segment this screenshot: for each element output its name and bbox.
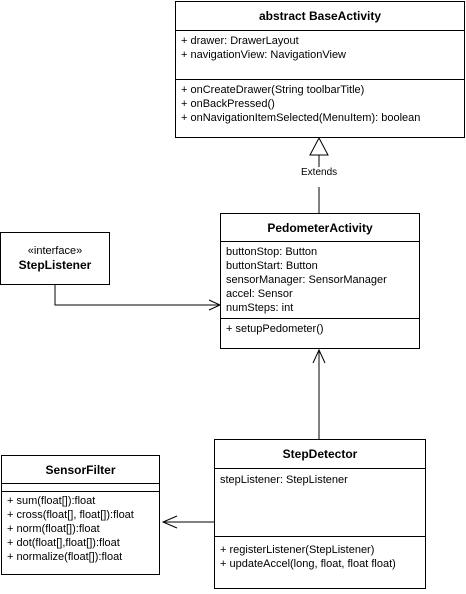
pedometer-activity-class[interactable]: PedometerActivity buttonStop: Button but… xyxy=(220,213,420,349)
pedometer-activity-attributes: buttonStop: Button buttonStart: Button s… xyxy=(221,242,419,318)
method: + onBackPressed() xyxy=(181,98,275,110)
sensor-filter-class[interactable]: SensorFilter + sum(float[]):float + cros… xyxy=(1,455,160,575)
attribute: sensorManager: SensorManager xyxy=(226,274,387,286)
step-listener-title: StepListener xyxy=(18,258,92,272)
step-detector-title: StepDetector xyxy=(215,440,425,469)
method: + dot(float[],float[]):float xyxy=(7,537,120,549)
method: + cross(float[], float[]):float xyxy=(7,509,134,521)
method: + updateAccel(long, float, float float) xyxy=(220,558,396,570)
base-activity-class[interactable]: abstract BaseActivity + drawer: DrawerLa… xyxy=(175,1,465,138)
attribute: accel: Sensor xyxy=(226,288,293,300)
step-detector-attributes: stepListener: StepListener xyxy=(215,469,425,536)
stepdetector-arrow-icon xyxy=(312,348,326,364)
pedometer-activity-methods: + setupPedometer() xyxy=(221,318,419,339)
step-listener-interface[interactable]: «interface» StepListener xyxy=(0,232,110,285)
method: + sum(float[]):float xyxy=(7,495,96,507)
sensor-filter-attributes xyxy=(2,484,159,492)
method: + onNavigationItemSelected(MenuItem): bo… xyxy=(181,112,421,124)
base-activity-title: abstract BaseActivity xyxy=(176,2,464,31)
sensor-filter-title: SensorFilter xyxy=(2,456,159,484)
extends-label: Extends xyxy=(299,167,340,178)
method: + setupPedometer() xyxy=(226,323,324,335)
sensorfilter-arrow-icon xyxy=(161,515,178,529)
method: + normalize(float[]):float xyxy=(7,551,123,563)
attribute: buttonStop: Button xyxy=(226,246,318,258)
step-detector-class[interactable]: StepDetector stepListener: StepListener … xyxy=(214,439,426,589)
method: + registerListener(StepListener) xyxy=(220,544,375,556)
steplistener-connector xyxy=(54,285,219,306)
method: + norm(float[]):float xyxy=(7,523,100,535)
step-detector-methods: + registerListener(StepListener) + updat… xyxy=(215,536,425,574)
inheritance-triangle-icon xyxy=(309,136,329,156)
pedometer-activity-title: PedometerActivity xyxy=(221,214,419,242)
base-activity-methods: + onCreateDrawer(String toolbarTitle) + … xyxy=(176,79,464,128)
attribute: numSteps: int xyxy=(226,302,294,314)
method: + onCreateDrawer(String toolbarTitle) xyxy=(181,84,365,96)
interface-stereotype: «interface» xyxy=(27,245,83,257)
base-activity-attributes: + drawer: DrawerLayout + navigationView:… xyxy=(176,31,464,79)
sensor-filter-methods: + sum(float[]):float + cross(float[], fl… xyxy=(2,492,159,567)
attribute: stepListener: StepListener xyxy=(220,474,348,486)
attribute: + navigationView: NavigationView xyxy=(181,49,347,61)
attribute: + drawer: DrawerLayout xyxy=(181,35,299,47)
attribute: buttonStart: Button xyxy=(226,260,318,272)
